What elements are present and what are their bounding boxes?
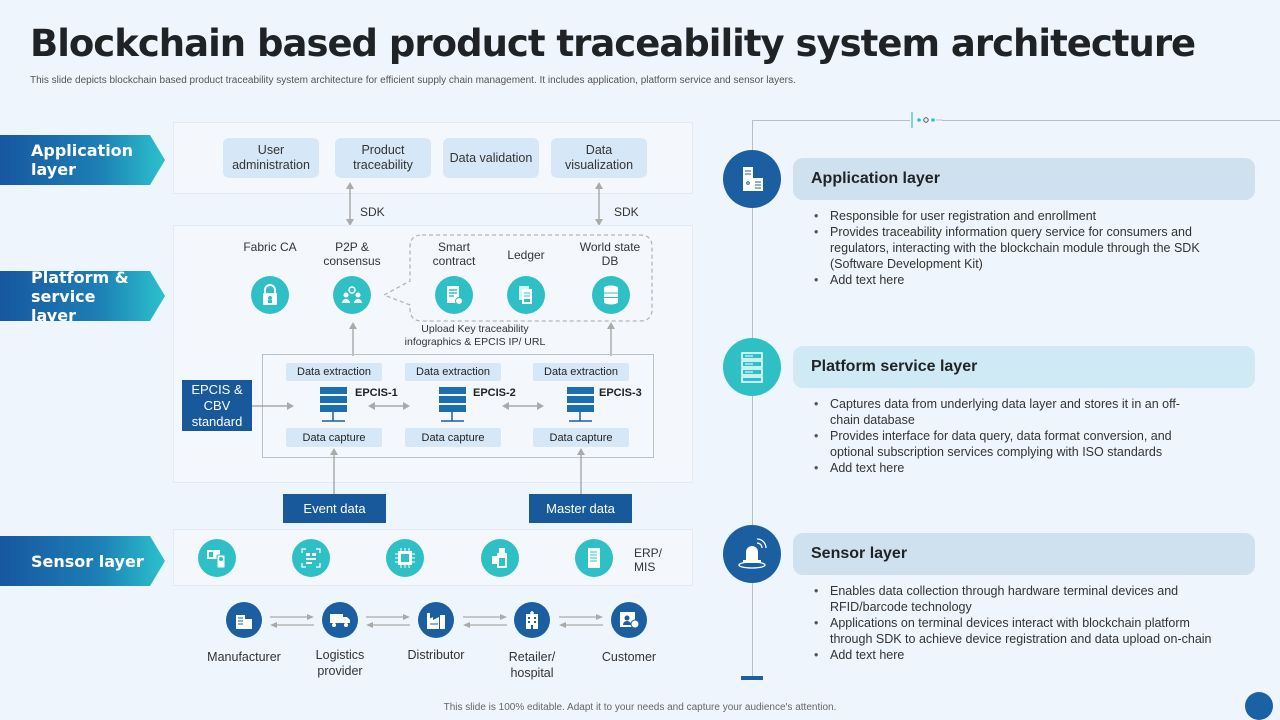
timeline-top-line [752,120,1280,121]
layer-tag-sensor: Sensor layer [0,536,165,586]
page-subtitle: This slide depicts blockchain based prod… [30,75,796,86]
app-item-user-administration: User administration [223,138,319,178]
sensor-layer-panel [173,529,693,586]
sensor-layer-icon [723,525,781,583]
page-title: Blockchain based product traceability sy… [30,22,1196,65]
app-item-data-visualization: Data visualization [551,138,647,178]
layer-tag-platform: Platform & service layer [0,271,165,321]
data-capture-label: Data capture [533,428,629,447]
component-label: Smart contract [432,240,476,268]
exchange-arrows [270,614,314,628]
bullet-item: Responsible for user registration and en… [814,208,1204,224]
application-layer-bullets: Responsible for user registration and en… [814,208,1204,288]
epcis-cbv-standard-box: EPCIS & CBV standard [182,380,252,431]
manufacturer-icon [226,602,262,638]
platform-layer-bullets: Captures data from underlying data layer… [814,396,1204,476]
blockchain-callout-border [382,234,653,322]
bullet-item: Add text here [814,272,1204,288]
bullet-item: Add text here [814,647,1219,663]
qr-scanner-icon [292,539,330,577]
bullet-item: Enables data collection through hardware… [814,583,1219,615]
footer-note: This slide is 100% editable. Adapt it to… [443,702,837,713]
data-capture-label: Data capture [405,428,501,447]
application-layer-icon [723,150,781,208]
bullet-item: Add text here [814,460,1204,476]
sdk-arrow-left [346,182,354,226]
arrow-up-worldstate [607,322,615,356]
node-name: EPCIS-2 [473,387,516,399]
master-data-arrow [577,448,585,494]
app-item-data-validation: Data validation [443,138,539,178]
factory-icon [418,602,454,638]
upload-note: Upload Key traceability infographics & E… [404,323,546,348]
layer-tag-label: Sensor layer [31,551,144,571]
master-data-box: Master data [529,494,632,523]
sdk-label: SDK [614,205,639,219]
card-reader-icon [481,539,519,577]
node-name: EPCIS-1 [355,387,398,399]
supply-chain-label: Distributor [407,648,465,662]
database-icon [592,276,630,314]
supply-chain-label: Manufacturer [207,650,281,664]
timeline-end-cap [741,676,763,680]
exchange-arrows [463,614,507,628]
supply-chain-label: Customer [601,650,657,664]
bullet-item: Provides traceability information query … [814,224,1204,272]
component-label: Fabric CA [243,240,297,254]
node-link-arrow [502,402,544,410]
node-link-arrow [368,402,410,410]
node-name: EPCIS-3 [599,387,642,399]
timeline-ornament [910,112,942,128]
bullet-item: Captures data from underlying data layer… [814,396,1204,428]
component-label: World state DB [579,240,641,268]
section-title-platform: Platform service layer [793,346,1255,388]
server-node-icon [567,387,594,422]
server-node-icon [320,387,347,422]
layer-tag-label: Platform & service layer [31,267,129,325]
section-title-sensor: Sensor layer [793,533,1255,575]
exchange-arrows [366,614,410,628]
ledger-icon [507,276,545,314]
people-sync-icon [333,276,371,314]
hospital-icon [514,602,550,638]
exchange-arrows [559,614,603,628]
data-extraction-label: Data extraction [286,363,382,381]
layer-tag-label: Application layer [31,141,134,179]
data-extraction-label: Data extraction [533,363,629,381]
truck-icon [322,602,358,638]
sdk-arrow-right [595,182,603,226]
customer-icon [611,602,647,638]
component-label: Ledger [507,248,545,262]
data-capture-label: Data capture [286,428,382,447]
app-item-product-traceability: Product traceability [335,138,431,178]
erp-mis-label: ERP/ MIS [634,546,663,574]
contract-icon [435,276,473,314]
server-icon [575,539,613,577]
timeline-vertical-line [752,120,753,678]
component-label: P2P & consensus [323,240,381,268]
event-data-arrow [330,448,338,494]
pos-terminal-icon [198,539,236,577]
chip-icon [386,539,424,577]
lock-icon [251,276,289,314]
bullet-item: Provides interface for data query, data … [814,428,1204,460]
section-title-application: Application layer [793,158,1255,200]
supply-chain-label: Retailer/ hospital [508,650,556,680]
event-data-box: Event data [283,494,386,523]
bullet-item: Applications on terminal devices interac… [814,615,1219,647]
standard-arrow [252,402,294,410]
server-node-icon [439,387,466,422]
data-extraction-label: Data extraction [405,363,501,381]
supply-chain-label: Logistics provider [315,648,365,678]
decorative-corner-circle [1245,692,1273,720]
platform-service-layer-icon [723,338,781,396]
arrow-up-p2p [349,322,357,356]
sensor-layer-bullets: Enables data collection through hardware… [814,583,1219,663]
sdk-label: SDK [360,205,385,219]
layer-tag-application: Application layer [0,135,165,185]
